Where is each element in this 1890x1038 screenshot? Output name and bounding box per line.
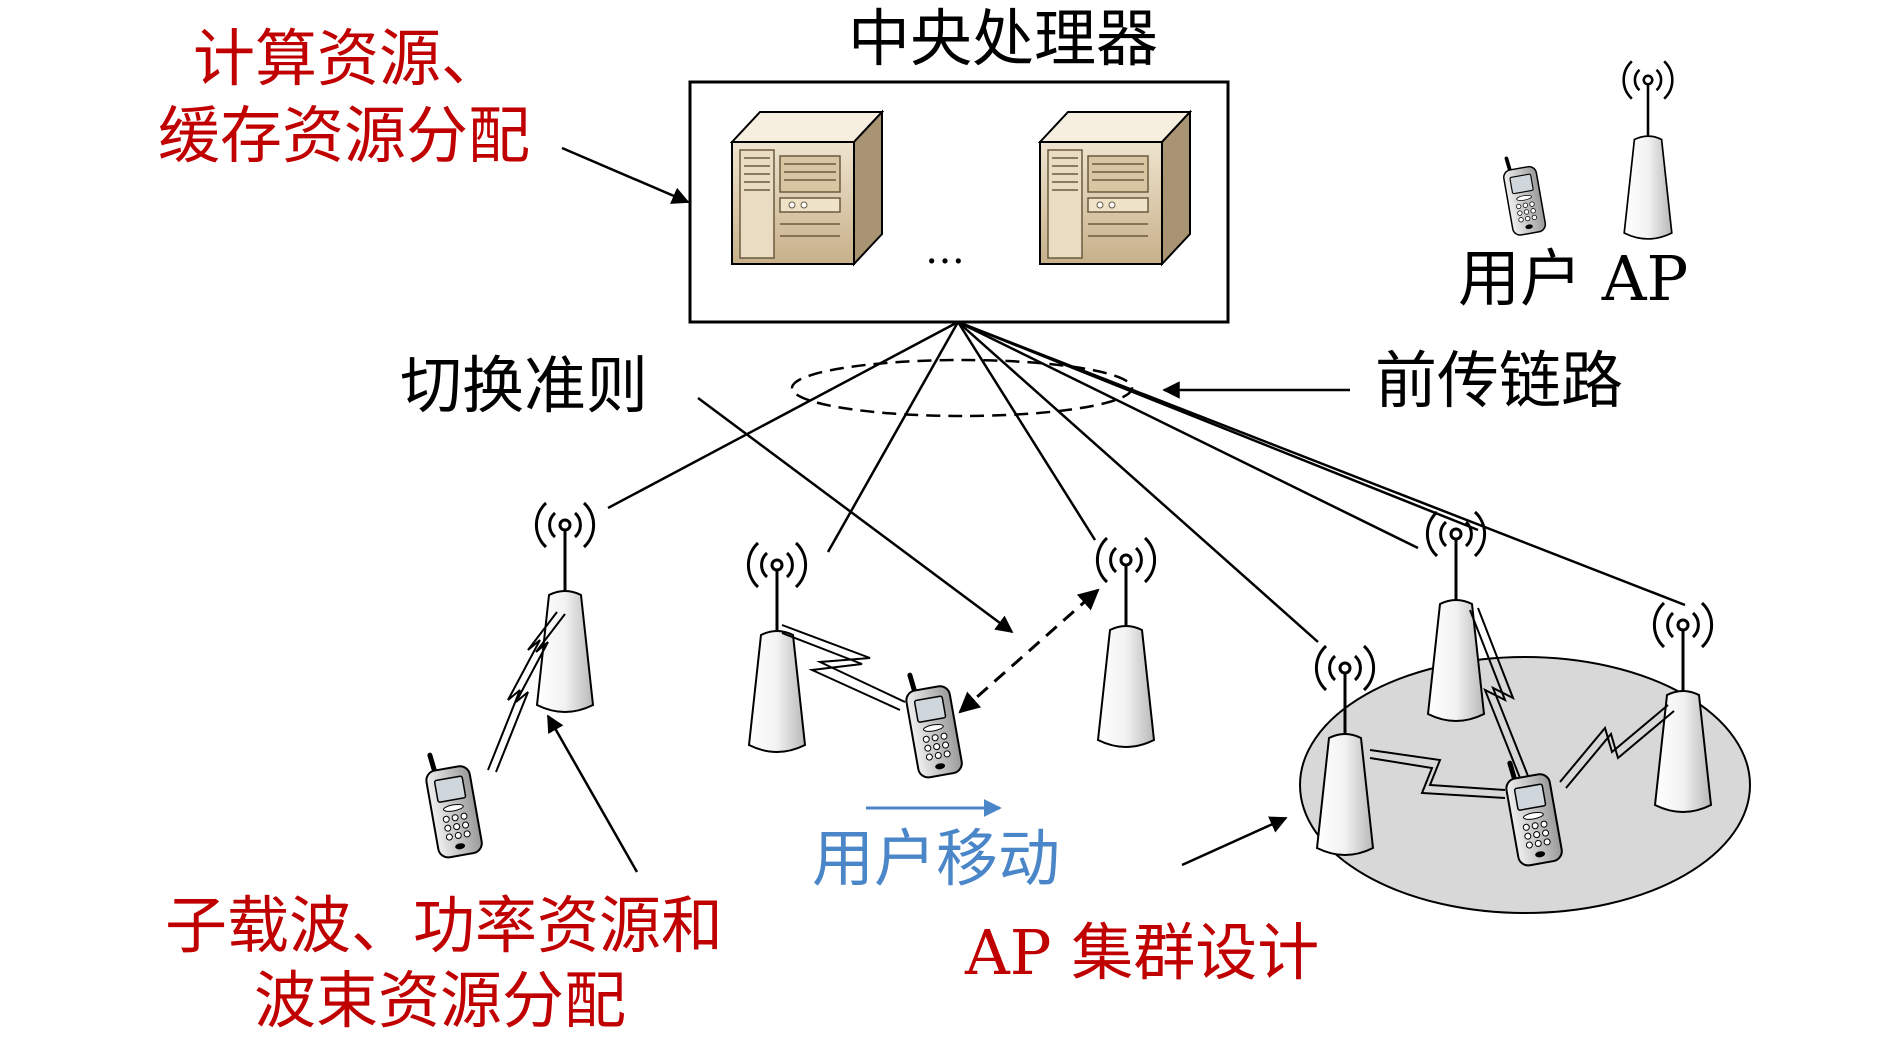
handover-label: 切换准则 [400,349,649,422]
antenna-ap-icon [534,501,596,714]
server-ellipsis: … [925,227,971,273]
server-icon [1039,111,1191,265]
server-icon [731,111,883,265]
radio-wave-icon [1559,704,1675,789]
mobile-phone-icon [422,749,483,859]
radio-wave-icon [1469,607,1529,779]
legend-user-ap-label: 用户 AP [1458,242,1689,315]
fronthaul-links [607,320,1686,643]
radio-wave-icon [1369,749,1506,799]
user-mobility-label: 用户移动 [812,822,1061,895]
ap-cluster-label: AP 集群设计 [965,916,1320,989]
resource-alloc-label-line2: 缓存资源分配 [158,99,531,172]
antenna-ap-icon [1622,60,1674,241]
cluster-arrow [1181,816,1288,867]
fronthaul-ellipse [790,358,1134,418]
resource-alloc-arrow [561,146,690,204]
mobile-phone-icon [1498,151,1549,239]
mobile-phone-icon [902,669,963,779]
subcarrier-arrow [546,714,639,873]
handover-arrow [697,396,1014,634]
subcarrier-label-line2: 波束资源分配 [254,964,627,1037]
antenna-ap-icon [746,541,808,754]
antenna-ap-icon [1425,510,1487,723]
fronthaul-label: 前传链路 [1375,344,1624,417]
handover-dashed-arrow [958,588,1100,714]
resource-alloc-label-line1: 计算资源、 [193,22,504,95]
radio-wave-icon [781,624,906,711]
antenna-ap-icon [1095,536,1157,749]
radio-wave-icon [487,611,566,773]
central-processor-label: 中央处理器 [848,2,1159,75]
subcarrier-label-line1: 子载波、功率资源和 [165,889,724,962]
